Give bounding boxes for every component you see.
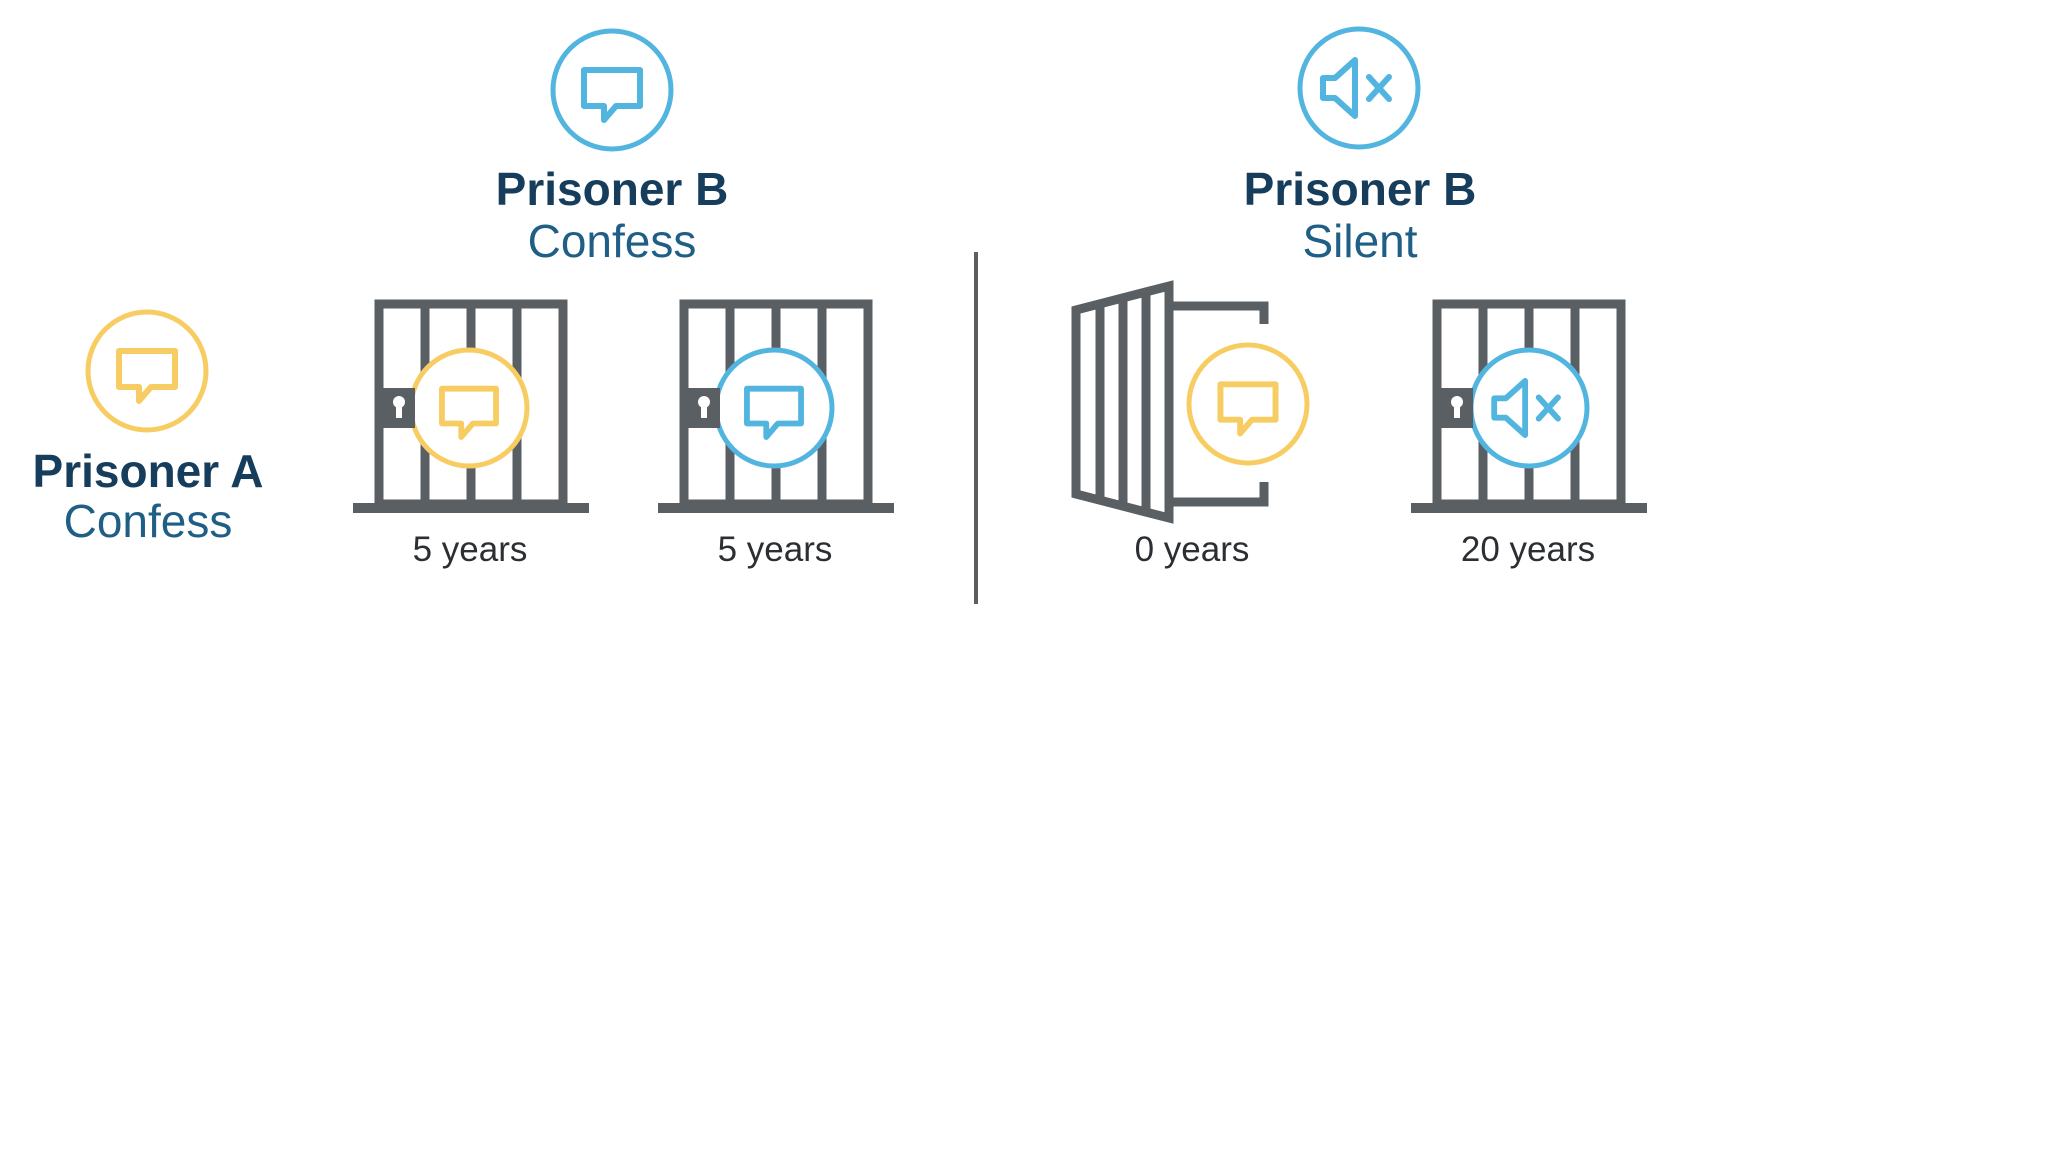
column-subtitle-confess: Confess (527, 215, 697, 267)
outcome-label: 20 years (1460, 530, 1596, 569)
column-divider (974, 252, 978, 604)
jail-cell-icon (658, 299, 894, 513)
speech-bubble-icon (85, 309, 209, 433)
row-title-prisoner-a: Prisoner A (32, 445, 264, 497)
column-title-silent: Prisoner B (1243, 163, 1477, 215)
outcome-label: 0 years (1134, 530, 1250, 569)
jail-cell-icon (353, 299, 589, 513)
jail-cell-icon (1411, 299, 1647, 513)
column-subtitle-silent: Silent (1302, 215, 1418, 267)
column-title-confess: Prisoner B (495, 163, 729, 215)
outcome-label: 5 years (717, 530, 833, 569)
open-jail-door-icon (1071, 280, 1310, 524)
row-subtitle-prisoner-a: Confess (63, 495, 233, 547)
outcome-label: 5 years (412, 530, 528, 569)
speech-bubble-icon (550, 28, 674, 152)
muted-speaker-icon (1297, 26, 1421, 150)
